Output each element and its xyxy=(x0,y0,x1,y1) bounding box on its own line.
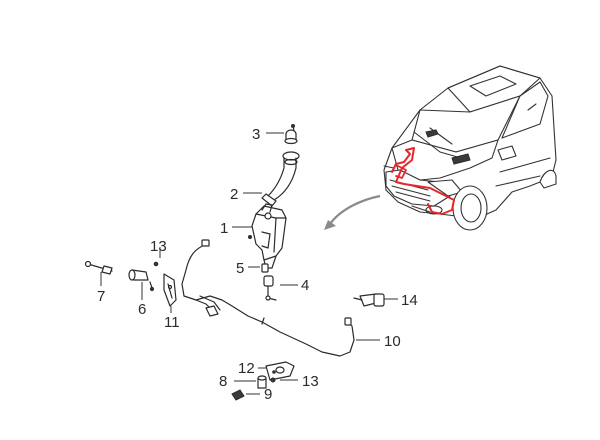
callout-4: 4 xyxy=(301,277,309,294)
callout-2: 2 xyxy=(230,186,238,203)
callout-9: 9 xyxy=(264,386,272,403)
part-2-filler-neck xyxy=(261,151,300,207)
part-11-bracket xyxy=(163,273,177,307)
part-4-level-sensor xyxy=(263,275,277,301)
part-14-connector xyxy=(353,293,385,307)
location-arrow xyxy=(324,194,381,230)
part-13-clip-lower xyxy=(270,377,276,383)
callout-5: 5 xyxy=(236,260,244,277)
part-1-washer-reservoir xyxy=(248,203,287,269)
callout-3: 3 xyxy=(252,126,260,143)
callout-1: 1 xyxy=(220,220,228,237)
callout-13-lower: 13 xyxy=(302,373,319,390)
part-9-grommet xyxy=(231,389,245,401)
callout-14: 14 xyxy=(401,292,418,309)
callout-11: 11 xyxy=(164,314,180,331)
part-3-reservoir-cap xyxy=(284,124,298,145)
leader-lines xyxy=(100,132,398,395)
part-5-washer-pump xyxy=(261,263,269,273)
callout-6: 6 xyxy=(138,301,146,318)
part-6-nozzle xyxy=(128,269,149,281)
callout-8: 8 xyxy=(219,373,227,390)
callout-13-upper: 13 xyxy=(150,238,167,255)
callout-10: 10 xyxy=(384,333,401,350)
washer-routing-highlight xyxy=(391,147,455,215)
part-10-washer-hose xyxy=(181,239,355,357)
callout-labels: 1 2 3 4 5 6 7 8 9 10 11 12 13 13 14 xyxy=(97,126,418,403)
part-8-rear-nozzle xyxy=(257,375,267,389)
part-12-rear-bracket xyxy=(265,361,295,381)
part-13-clip-upper xyxy=(149,261,159,292)
callout-12: 12 xyxy=(238,360,255,377)
callout-7: 7 xyxy=(97,288,105,305)
vehicle-illustration xyxy=(383,65,557,231)
part-7-rod xyxy=(84,260,113,275)
